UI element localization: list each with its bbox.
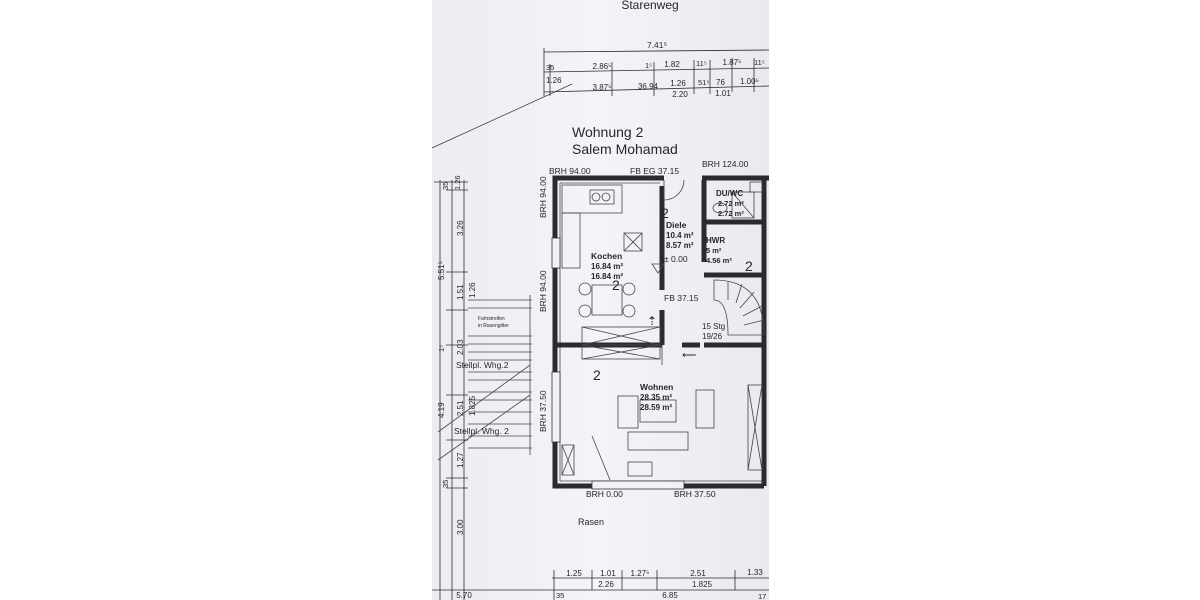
room-mark-kochen: 2 (612, 277, 620, 293)
bottom-dimensions: 1.25 1.01 1.27⁵ 2.51 1.33 2.26 1.825 5.7… (432, 568, 769, 600)
dim-top-r4d: 1.01 (715, 89, 731, 98)
dim-top-r2b: 2.86⁵ (593, 62, 612, 71)
label-stellplatz-1: Stellpl. Whg.2 (456, 360, 509, 370)
parking-area: Fahrstreifen in Rasengitter Stellpl. Whg… (437, 295, 532, 461)
room-duwc-area1: 2.72 m² (718, 199, 744, 208)
dim-bottom-f: 2.26 (598, 580, 614, 589)
room-kochen-area1: 16.84 m² (591, 262, 623, 271)
left-dimensions: 35 1.26 3.26 5.51⁵ 1.51 1.26 2.03 1⁵ 4.1… (434, 175, 477, 600)
dim-left-g: 1⁵ (437, 345, 446, 352)
dim-bottom-b: 1.01 (600, 569, 616, 578)
level-brh-top-left: BRH 94.00 (549, 166, 591, 176)
dim-bottom-a: 1.25 (566, 569, 582, 578)
dim-left-l: 35 (441, 480, 450, 488)
entry-door-swing (663, 179, 685, 201)
level-fb-eg: FB EG 37.15 (630, 166, 679, 176)
dim-left-f: 2.03 (456, 339, 465, 355)
room-wohnen-area1: 28.35 m² (640, 393, 672, 402)
dim-top-r2f: 1.87⁵ (723, 58, 742, 67)
room-diele-name: Diele (666, 220, 687, 230)
dim-left-i: 2.51 (456, 400, 465, 416)
dim-bottom-e: 1.33 (747, 568, 763, 577)
room-duwc-area2: 2.72 m² (718, 209, 744, 218)
room-mark-wohnen: 2 (593, 367, 601, 383)
dim-left-h: 4.19 (437, 402, 446, 418)
dim-bottom-g: 1.825 (692, 580, 713, 589)
dim-bottom-h: 5.70 (456, 591, 472, 600)
paper-sheet: Starenweg 7.41⁵ 35 2.86⁵ 1⁵ 1.82 11⁵ 1.8… (432, 0, 769, 600)
room-hwr-area2: 4.56 m² (706, 256, 732, 265)
kitchen-fixtures (561, 184, 661, 360)
dim-top-r2e: 11⁵ (696, 59, 707, 68)
room-hwr-area1: 5 m² (706, 246, 722, 255)
living-furniture (561, 384, 763, 481)
stair-steps: 15 Stg (702, 322, 725, 331)
dim-left-j: 1.825 (468, 395, 477, 416)
room-wohnen-name: Wohnen (640, 382, 673, 392)
dim-top-r4a: 3.87⁵ (593, 83, 612, 92)
dim-left-total: 5.51⁵ (437, 261, 446, 280)
room-wohnen-area2: 28.59 m² (640, 403, 672, 412)
dim-top-r4c: 2.20 (672, 90, 688, 99)
room-labels: Kochen 16.84 m² 16.84 m² Diele 10.4 m² 8… (591, 189, 744, 412)
dim-top-r4b: 36.94 (638, 82, 659, 91)
room-mark-hwr: 2 (745, 258, 753, 274)
level-brh-left-mid: BRH 94.00 (538, 270, 548, 312)
bathroom-fixtures (712, 181, 763, 219)
room-kochen-name: Kochen (591, 251, 622, 261)
dim-top-r3c: 51⁵ (698, 78, 709, 87)
level-dot: ± 0.00 (664, 254, 688, 264)
level-triangle-icon (651, 263, 665, 274)
apartment-name: Wohnung 2 (572, 124, 644, 140)
floor-plan: Starenweg 7.41⁵ 35 2.86⁵ 1⁵ 1.82 11⁵ 1.8… (432, 0, 769, 600)
room-hwr-name: HWR (706, 236, 725, 245)
dim-top-r3b: 1.26 (670, 79, 686, 88)
dim-top-r3a: 1.26 (546, 76, 562, 85)
dim-left-a: 35 (441, 182, 450, 190)
staircase: 15 Stg 19/26 (702, 279, 765, 341)
level-brh-left-lower: BRH 37.50 (538, 390, 548, 432)
level-brh-top-right: BRH 124.00 (702, 159, 749, 169)
dim-top-r2c: 1⁵ (645, 61, 652, 70)
dim-left-c: 3.26 (456, 220, 465, 236)
label-rasengitter: in Rasengitter (478, 323, 509, 329)
level-fb-stair: FB 37.15 (664, 293, 699, 303)
dim-top-r2a: 35 (546, 63, 554, 72)
label-stellplatz-2: Stellpl. Whg. 2 (454, 426, 509, 436)
label-fahrstreifen: Fahrstreifen (478, 316, 505, 322)
room-mark-diele: 2 (661, 205, 669, 221)
dim-bottom-d: 2.51 (690, 569, 706, 578)
dim-top-total: 7.41⁵ (647, 40, 667, 50)
dim-bottom-j: 6.85 (662, 591, 678, 600)
label-rasen: Rasen (578, 517, 604, 527)
top-dimensions: 7.41⁵ 35 2.86⁵ 1⁵ 1.82 11⁵ 1.87⁵ 11⁵ 1.2… (543, 40, 769, 99)
dim-left-d: 1.51 (456, 284, 465, 300)
dim-left-k: 1.27 (456, 452, 465, 468)
dim-top-r3e: 1.00⁵ (740, 77, 759, 86)
dim-bottom-i: 35 (556, 591, 564, 600)
walls (551, 175, 769, 490)
room-kochen-area2: 16.84 m² (591, 272, 623, 281)
dim-top-r3d: 76 (716, 78, 725, 87)
stair-ratio: 19/26 (702, 332, 723, 341)
room-diele-area2: 8.57 m² (666, 241, 694, 250)
arrow-left-icon: ⟵ (682, 350, 696, 361)
dim-left-e: 1.26 (468, 282, 477, 298)
dim-left-m: 3.00 (456, 519, 465, 535)
street-name: Starenweg (621, 0, 678, 12)
level-brh-bottom-left: BRH 0.00 (586, 489, 623, 499)
room-diele-area1: 10.4 m² (666, 231, 694, 240)
dim-top-r2d: 1.82 (664, 60, 680, 69)
level-brh-bottom-right: BRH 37.50 (674, 489, 716, 499)
apartment-owner: Salem Mohamad (572, 141, 678, 157)
room-duwc-name: DU/WC (716, 189, 743, 198)
level-brh-left-upper: BRH 94.00 (538, 176, 548, 218)
dim-top-r2g: 11⁵ (754, 58, 765, 67)
dim-bottom-c: 1.27⁵ (631, 569, 650, 578)
arrow-up-icon: ⇡ (647, 314, 657, 328)
dim-left-b: 1.26 (453, 175, 462, 190)
lot-line (432, 83, 573, 149)
dim-bottom-k: 17 (758, 592, 766, 600)
